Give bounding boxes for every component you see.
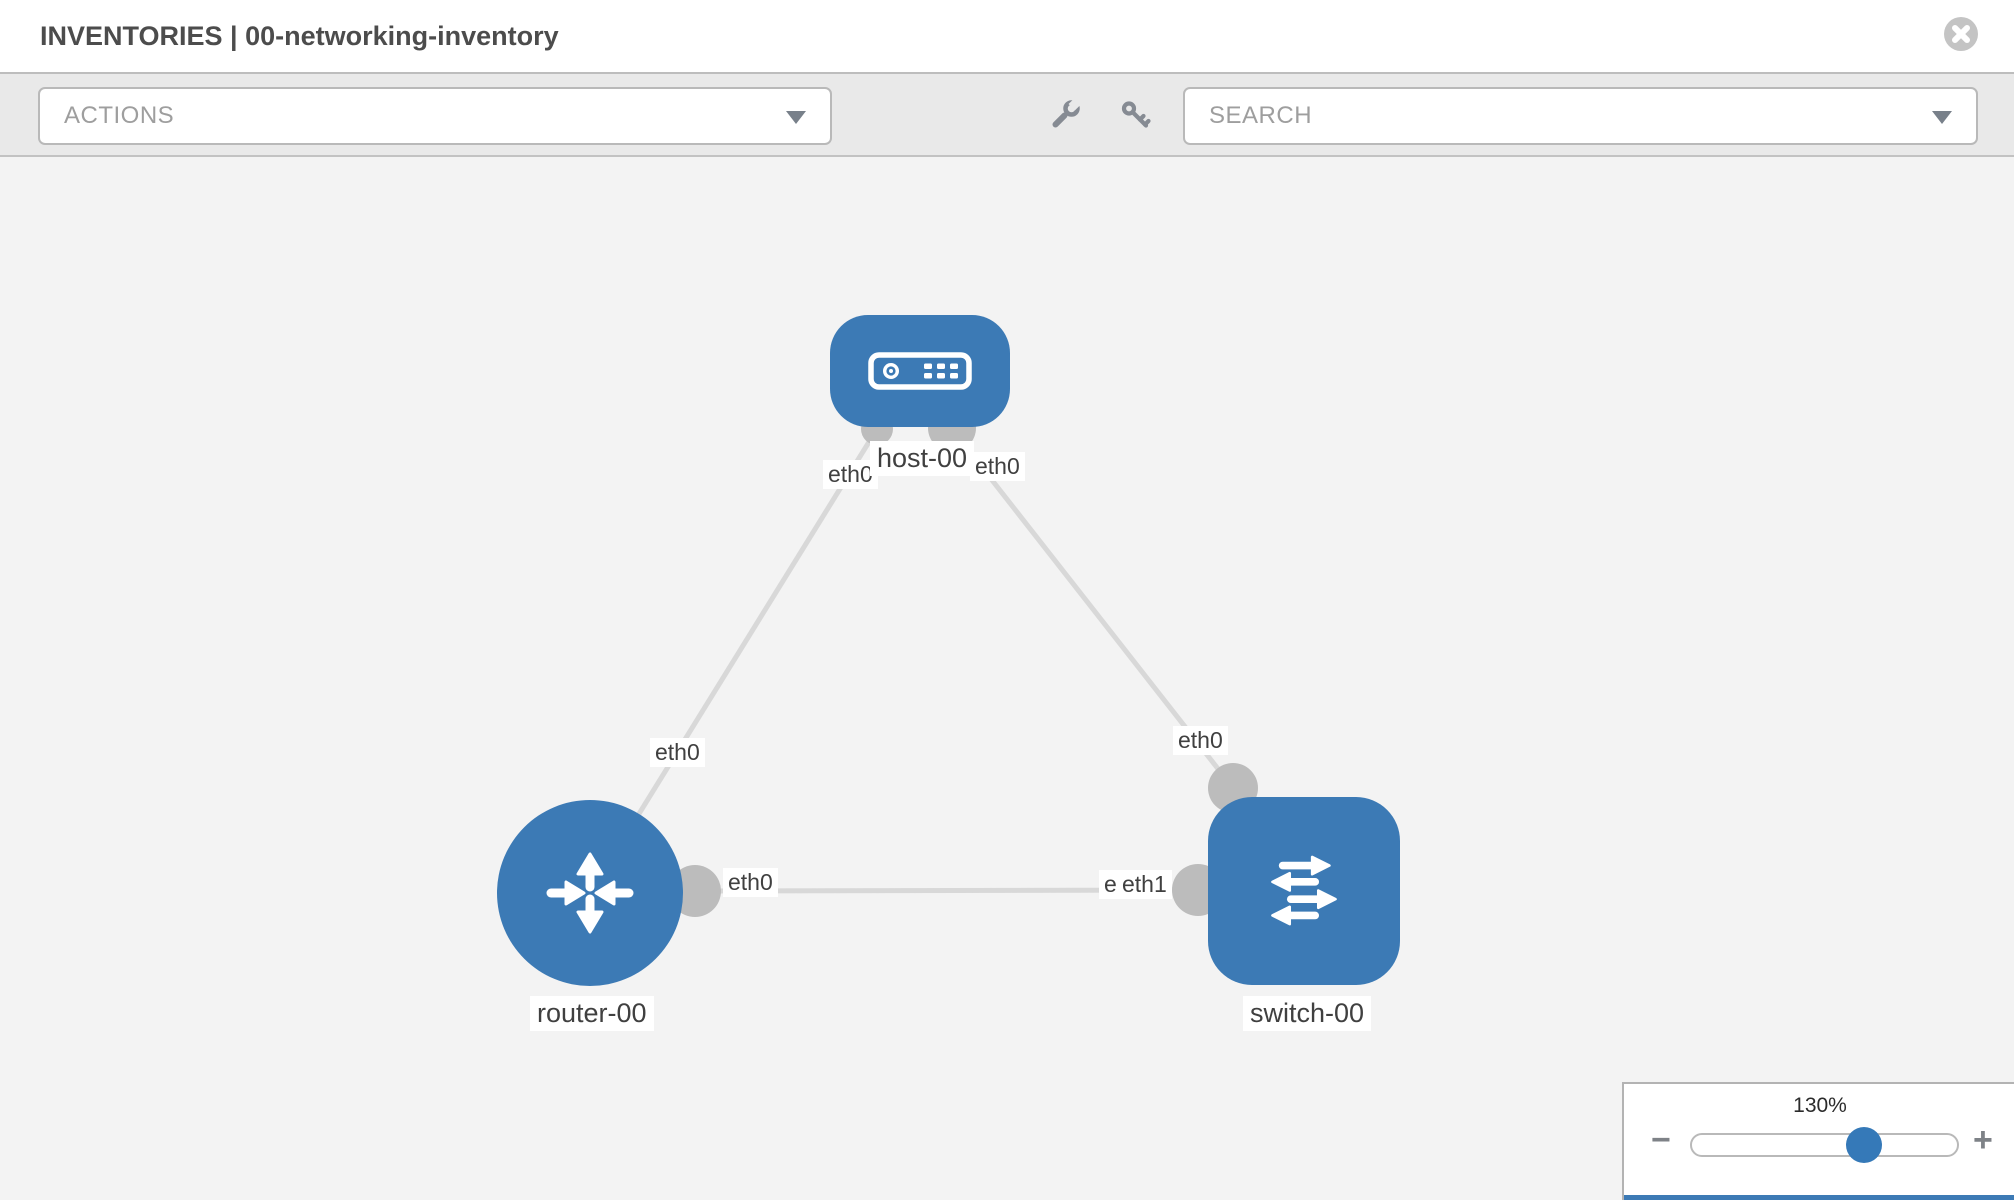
topology-canvas[interactable]: eth0 eth0 eth0 eth0 eth0 eth0 eth1 host-… [0, 157, 2014, 1200]
node-host-00[interactable] [830, 315, 1010, 427]
iface-label-link-switch: eth0 [1173, 726, 1228, 755]
search-dropdown[interactable]: SEARCH [1183, 87, 1978, 145]
zoom-level: 130% [1793, 1094, 1847, 1117]
key-icon [1121, 101, 1151, 128]
chevron-down-icon [786, 111, 806, 124]
close-icon [1944, 17, 1978, 51]
switch-icon [1271, 855, 1337, 926]
actions-dropdown-label: ACTIONS [64, 102, 175, 129]
panel-bottom-strip [1624, 1195, 2014, 1200]
zoom-slider-knob[interactable] [1846, 1127, 1882, 1163]
zoom-in-button[interactable]: + [1973, 1121, 1993, 1159]
node-label-router-00: router-00 [530, 996, 654, 1031]
iface-label-host-eth0-left: eth0 [823, 460, 878, 489]
node-label-switch-00: switch-00 [1243, 996, 1372, 1031]
zoom-panel: 130% − + [1622, 1082, 2014, 1200]
page-title: INVENTORIES | 00-networking-inventory [40, 21, 559, 51]
toolbar: ACTIONS SEARCH [0, 72, 2014, 157]
search-placeholder: SEARCH [1209, 102, 1313, 129]
tools-button[interactable] [1048, 95, 1084, 134]
iface-label-host-eth0-right: eth0 [970, 452, 1025, 481]
links-layer [587, 404, 1258, 917]
close-button[interactable] [1944, 17, 1978, 51]
actions-dropdown[interactable]: ACTIONS [38, 87, 832, 145]
node-switch-00[interactable] [1208, 797, 1400, 985]
zoom-slider[interactable] [1690, 1127, 1959, 1163]
iface-label-link-router: eth0 [650, 738, 705, 767]
iface-label-switch-eth1: eth1 [1117, 870, 1172, 899]
header: INVENTORIES | 00-networking-inventory [0, 0, 2014, 72]
node-router-00[interactable] [497, 800, 683, 986]
key-button[interactable] [1118, 98, 1154, 134]
node-label-host-00: host-00 [870, 441, 975, 476]
wrench-icon [1052, 95, 1084, 128]
router-icon [546, 852, 634, 934]
host-icon [868, 352, 972, 390]
chevron-down-icon [1932, 111, 1952, 124]
zoom-out-button[interactable]: − [1651, 1121, 1671, 1159]
iface-label-router-eth0: eth0 [723, 868, 778, 897]
